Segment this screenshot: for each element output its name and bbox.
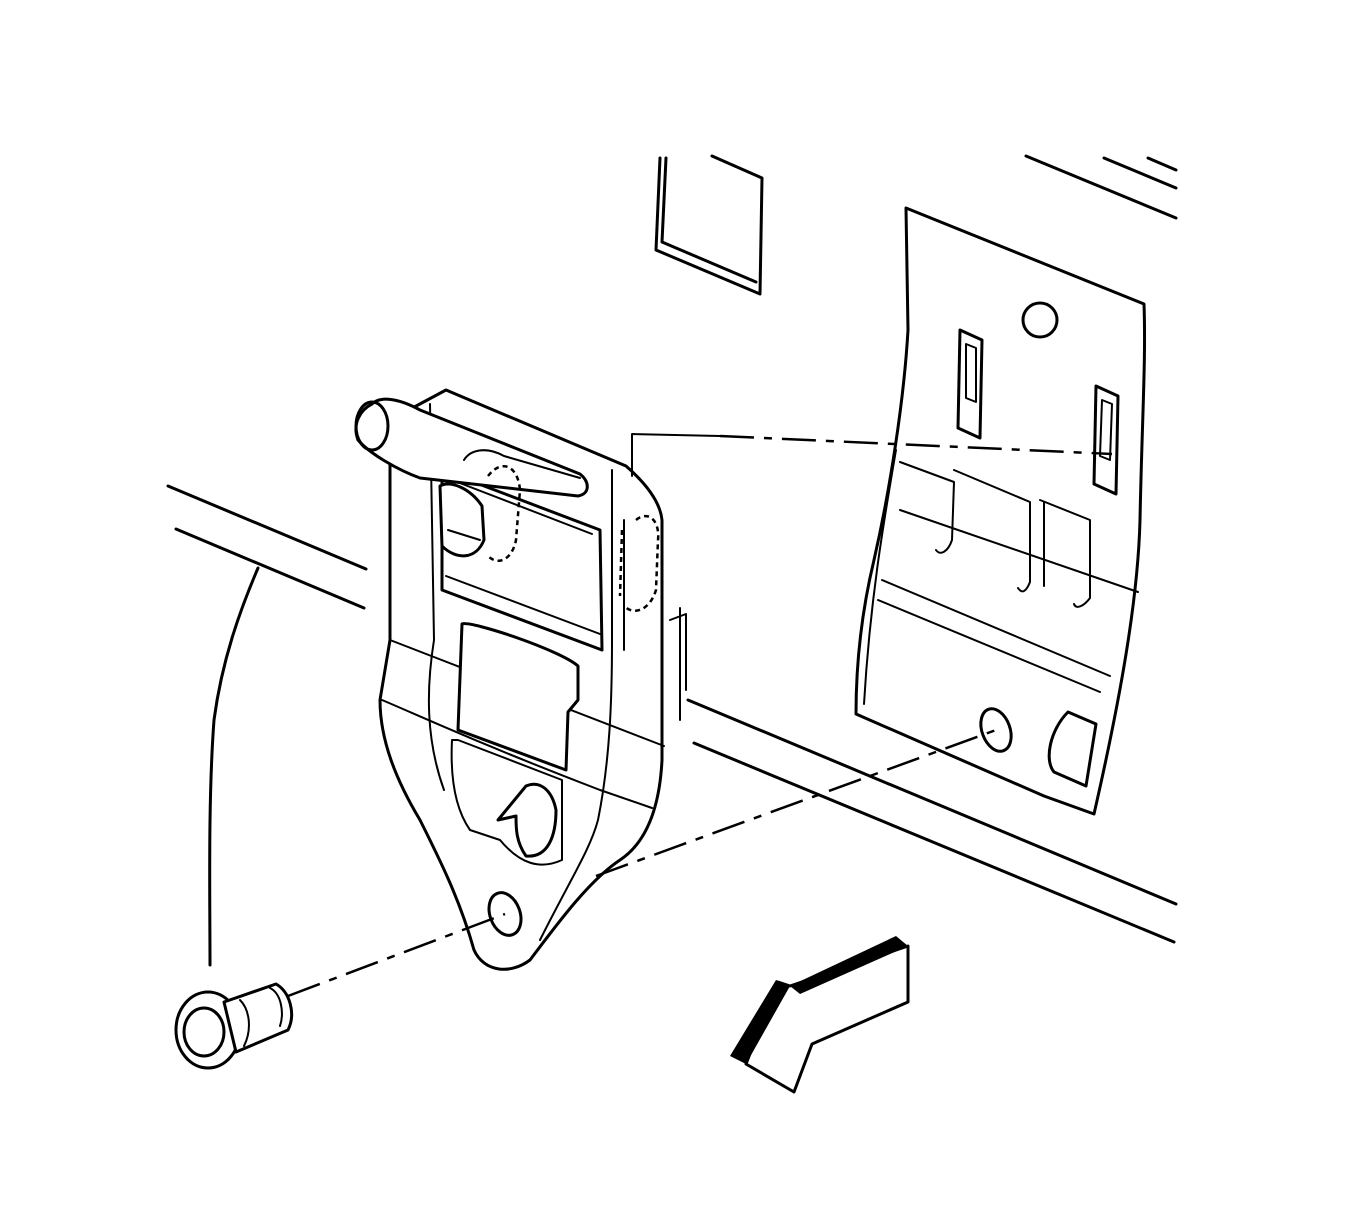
alignment-lines — [287, 433, 1113, 998]
bolt-icon — [174, 982, 293, 1070]
direction-arrow-icon — [730, 936, 910, 1094]
body-panel-lines — [166, 154, 1178, 967]
bracket-rear-edge — [669, 607, 687, 721]
upper-bracket-outline — [654, 154, 764, 296]
latch-bracket — [354, 388, 665, 971]
mounting-plate — [854, 206, 1147, 816]
